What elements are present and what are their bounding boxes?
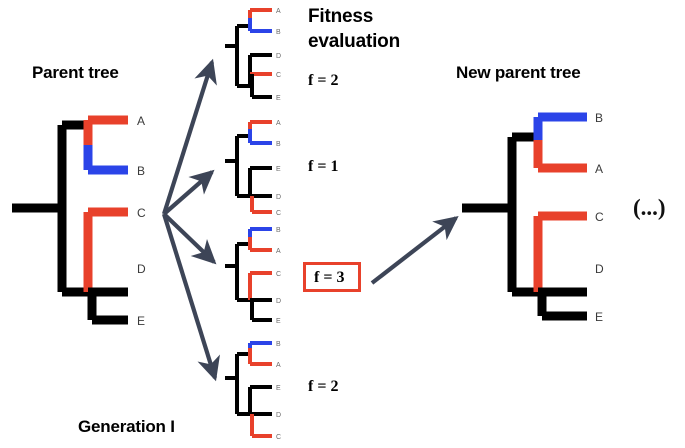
offspring-tree-4: B A E D C [225, 341, 281, 441]
fitness-evaluation-title-line1: Fitness [308, 6, 374, 27]
t1-label-a: A [276, 8, 281, 15]
t2-label-a: A [276, 120, 281, 127]
t1-label-e: E [276, 95, 281, 102]
t3-label-c: C [276, 271, 281, 278]
t2-label-e: E [276, 166, 281, 173]
t4-label-e: E [276, 385, 281, 392]
t3-label-e: E [276, 318, 281, 325]
arrow-to-offspring-1 [161, 58, 217, 215]
parent-tip-label-a: A [137, 114, 145, 128]
np-label-b: B [595, 111, 603, 125]
t3-label-b: B [276, 227, 281, 234]
np-label-e: E [595, 310, 603, 324]
t4-label-b: B [276, 341, 281, 348]
fitness-evaluation-title-line2: evaluation [308, 31, 400, 52]
t4-label-d: D [276, 412, 281, 419]
t2-label-d: D [276, 194, 281, 201]
generation-label: Generation I [78, 417, 175, 436]
t1-label-c: C [276, 72, 281, 79]
t2-label-c: C [276, 210, 281, 217]
fitness-score-tree-1: f = 2 [308, 72, 339, 89]
offspring-tree-3: B A C D E [225, 227, 281, 325]
continuation-ellipsis: (...) [633, 195, 666, 220]
t2-label-b: B [276, 141, 281, 148]
parent-tree-title: Parent tree [32, 63, 119, 82]
arrow-selection-to-new-parent [370, 215, 459, 285]
fitness-score-tree-3: f = 3 [314, 269, 345, 286]
t1-label-b: B [276, 29, 281, 36]
t4-label-a: A [276, 362, 281, 369]
np-label-a: A [595, 162, 603, 176]
parent-tree: A B C D E [12, 114, 146, 328]
selected-fitness-box: f = 3 [303, 262, 361, 292]
mutation-arrows [161, 58, 459, 382]
parent-tip-label-e: E [137, 314, 145, 328]
new-parent-tree-title: New parent tree [456, 63, 581, 82]
new-parent-tree: B A C D E [462, 111, 604, 324]
t1-label-d: D [276, 53, 281, 60]
parent-tip-label-d: D [137, 262, 146, 276]
np-label-c: C [595, 210, 604, 224]
fitness-score-tree-2: f = 1 [308, 158, 339, 175]
offspring-tree-1: A B D C E [225, 8, 281, 102]
fitness-score-tree-4: f = 2 [308, 378, 339, 395]
t3-label-d: D [276, 298, 281, 305]
offspring-tree-2: A B E D C [225, 120, 281, 217]
arrow-to-offspring-3 [162, 212, 217, 265]
parent-tip-label-b: B [137, 164, 145, 178]
t3-label-a: A [276, 248, 281, 255]
np-label-d: D [595, 262, 604, 276]
t4-label-c: C [276, 434, 281, 441]
arrow-to-offspring-4 [161, 213, 220, 382]
parent-tip-label-c: C [137, 206, 146, 220]
arrow-to-offspring-2 [162, 169, 215, 216]
